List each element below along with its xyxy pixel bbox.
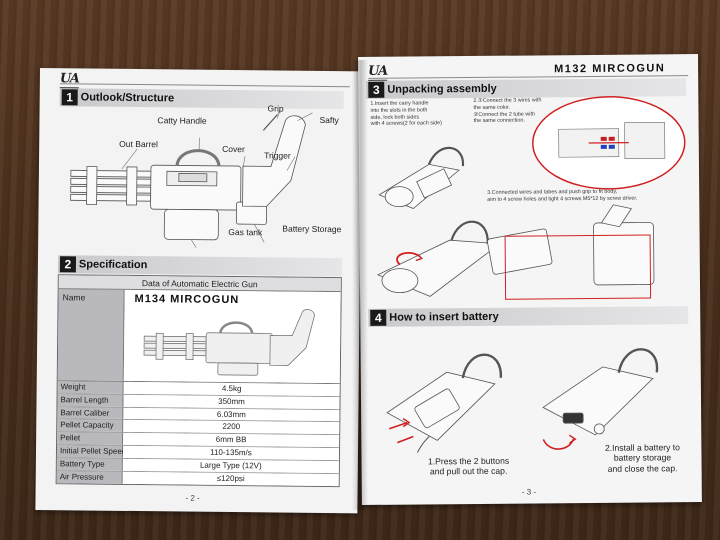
spec-key: Weight bbox=[57, 381, 124, 394]
spec-row: Air Pressure≤120psi bbox=[56, 470, 339, 487]
spec-value: Large Type (12V) bbox=[122, 458, 339, 473]
label-catty-handle: Catty Handle bbox=[157, 115, 207, 126]
spec-name-label: Name bbox=[57, 289, 125, 381]
battery-step1-illustration bbox=[386, 353, 503, 453]
section-title: Outlook/Structure bbox=[80, 91, 175, 105]
spec-key: Air Pressure bbox=[56, 470, 123, 485]
page-number: - 3 - bbox=[521, 487, 537, 497]
assembly-step1-illustration bbox=[378, 146, 465, 209]
spec-name-value: M134 MIRCOGUN bbox=[134, 293, 240, 307]
spec-key: Battery Type bbox=[56, 457, 123, 471]
section-title: How to insert battery bbox=[389, 310, 499, 324]
spec-value: 2200 bbox=[123, 420, 340, 435]
section-specification: 2 Specification bbox=[57, 255, 343, 277]
section-number-badge: 2 bbox=[59, 256, 77, 273]
spec-key: Barrel Length bbox=[57, 393, 124, 407]
spec-key: Initial Pellet Speed bbox=[56, 445, 126, 458]
label-trigger: Trigger bbox=[264, 150, 291, 161]
label-out-barrel: Out Barrel bbox=[119, 138, 159, 150]
manual-page-right: UA M132 MIRCOGUN 3 Unpacking assembly 1.… bbox=[358, 54, 702, 505]
section-number-badge: 1 bbox=[61, 89, 78, 106]
assembly-step3-illustration bbox=[376, 204, 655, 297]
step3-note: 3.Connected wires and tabes and push gri… bbox=[487, 188, 638, 203]
section-insert-battery: 4 How to insert battery bbox=[368, 306, 689, 327]
book-spine-shadow bbox=[352, 60, 368, 510]
spec-value: 4.5kg bbox=[123, 381, 340, 396]
gun-structure-diagram bbox=[70, 108, 313, 248]
connection-detail-oval bbox=[532, 96, 686, 190]
spec-value: 6mm BB bbox=[123, 433, 340, 448]
section-outlook-structure: 1 Outlook/Structure bbox=[59, 88, 344, 110]
label-grip: Grip bbox=[267, 103, 284, 114]
spec-value: 6.03mm bbox=[123, 407, 340, 422]
spec-name-row: Name M134 MIRCOGUN bbox=[57, 289, 341, 385]
spec-name-value-cell: M134 MIRCOGUN bbox=[123, 289, 341, 384]
brand-logo: UA bbox=[59, 71, 79, 89]
page-number: - 2 - bbox=[185, 493, 200, 503]
product-title: M132 MIRCOGUN bbox=[554, 62, 666, 76]
label-gas-tank: Gas tank bbox=[228, 226, 263, 238]
spec-value: 110-135m/s bbox=[122, 445, 340, 460]
battery-step1-caption: 1.Press the 2 buttons and pull out the c… bbox=[427, 455, 510, 477]
label-safty: Safty bbox=[319, 114, 339, 126]
grip-detail-box bbox=[504, 234, 652, 300]
spec-key: Barrel Caliber bbox=[57, 406, 124, 420]
label-battery-storage: Battery Storage bbox=[282, 223, 342, 235]
spec-table: Data of Automatic Electric Gun Name M134… bbox=[55, 274, 342, 488]
section-number-badge: 3 bbox=[368, 81, 385, 98]
section-number-badge: 4 bbox=[370, 309, 387, 326]
battery-step2-illustration bbox=[542, 348, 658, 450]
section-title: Specification bbox=[78, 258, 148, 272]
section-title: Unpacking assembly bbox=[387, 82, 497, 96]
label-cover: Cover bbox=[222, 143, 245, 155]
spec-value: 350mm bbox=[123, 394, 340, 409]
header-rule bbox=[59, 83, 350, 88]
battery-step2-caption: 2.Install a battery to battery storage a… bbox=[604, 442, 680, 474]
step1-note: 1.Insert the carry handle into the slots… bbox=[370, 100, 442, 128]
spec-key: Pellet Capacity bbox=[57, 419, 124, 433]
gun-product-image bbox=[143, 309, 315, 376]
spec-key: Pellet bbox=[57, 432, 124, 445]
manual-page-left: UA 1 Outlook/Structure bbox=[35, 68, 362, 514]
spec-value: ≤120psi bbox=[122, 471, 339, 487]
